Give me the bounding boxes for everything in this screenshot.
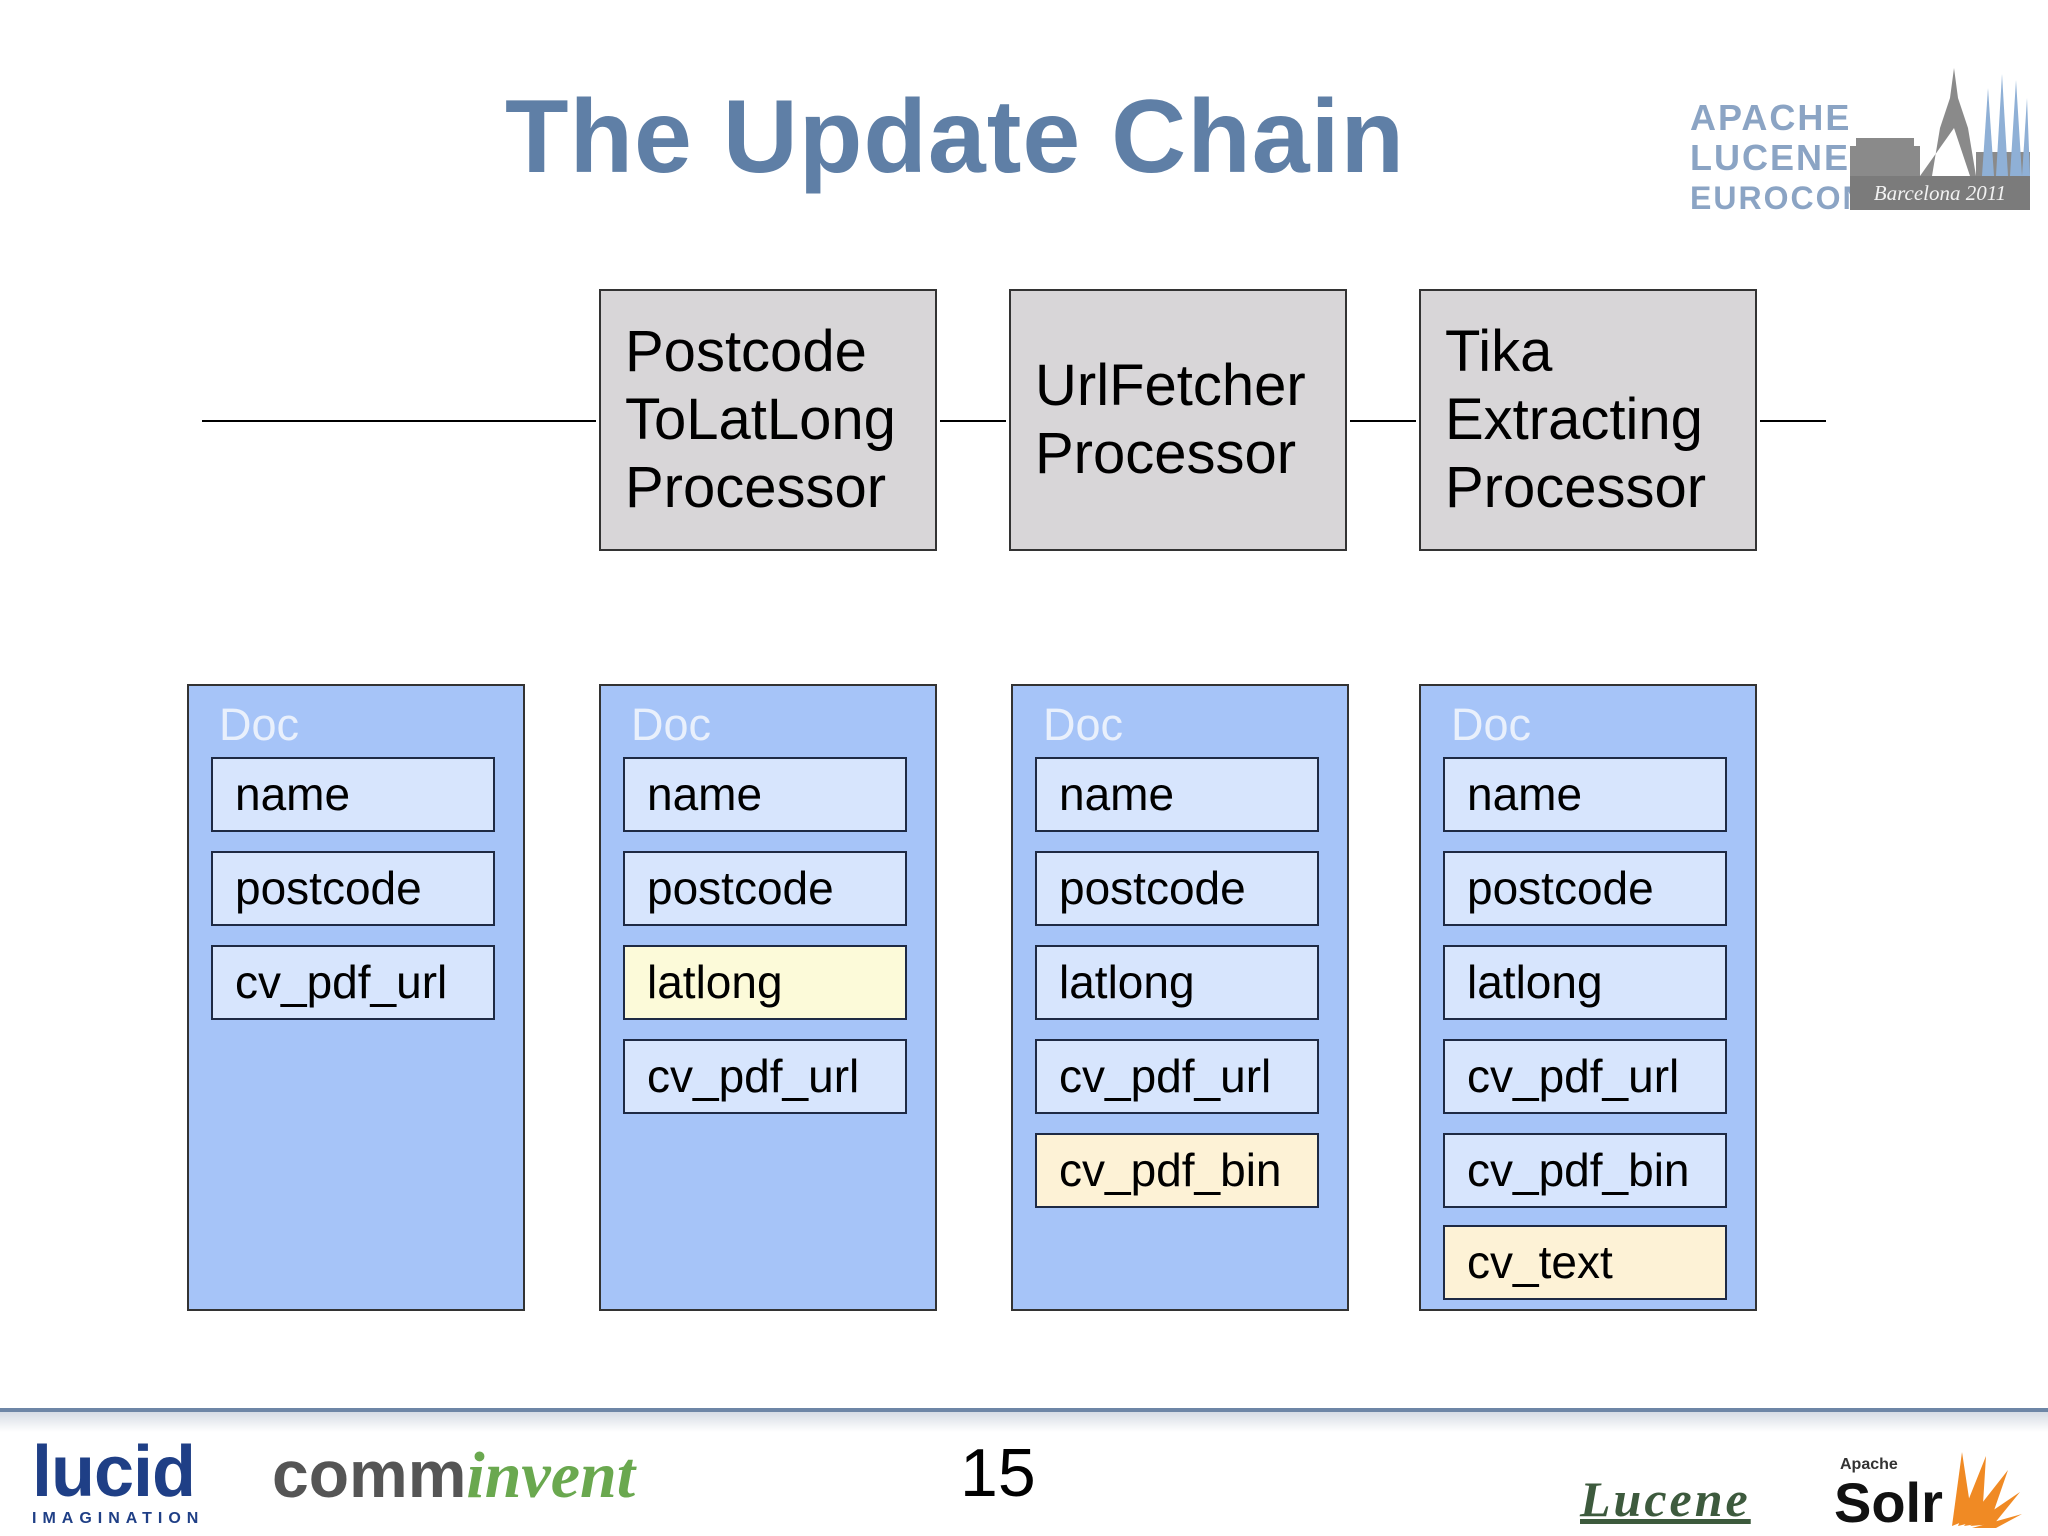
processor-postcode-to-latlong: Postcode ToLatLong Processor xyxy=(599,289,937,551)
doc-title: Doc xyxy=(1043,699,1124,750)
footer-divider xyxy=(0,1408,2048,1412)
doc-field: cv_pdf_url xyxy=(211,945,495,1020)
doc-field: cv_pdf_url xyxy=(1443,1039,1727,1114)
doc-stage-4: Doc name postcode latlong cv_pdf_url cv_… xyxy=(1419,684,1757,1311)
doc-field: name xyxy=(623,757,907,832)
processor-label: UrlFetcher Processor xyxy=(1035,353,1306,486)
processor-url-fetcher: UrlFetcher Processor xyxy=(1009,289,1347,551)
doc-field-added: cv_pdf_bin xyxy=(1035,1133,1319,1208)
doc-title: Doc xyxy=(219,699,300,750)
conference-logo: APACHE LUCENE EUROCON Barcelona 2011 xyxy=(1690,68,2030,218)
comminvent-logo-part2: invent xyxy=(466,1439,636,1512)
footer-shadow xyxy=(0,1412,2048,1432)
chain-line-segment xyxy=(1760,420,1826,422)
doc-field: cv_pdf_url xyxy=(623,1039,907,1114)
doc-stage-3: Doc name postcode latlong cv_pdf_url cv_… xyxy=(1011,684,1349,1311)
doc-field: name xyxy=(211,757,495,832)
processor-tika-extracting: Tika Extracting Processor xyxy=(1419,289,1757,551)
doc-field: latlong xyxy=(1035,945,1319,1020)
chain-line-segment xyxy=(1350,420,1416,422)
doc-stage-2: Doc name postcode latlong cv_pdf_url xyxy=(599,684,937,1311)
doc-field: postcode xyxy=(211,851,495,926)
doc-field: name xyxy=(1035,757,1319,832)
conference-logo-line3: EUROCON xyxy=(1690,180,1868,216)
page-number: 15 xyxy=(960,1435,1036,1511)
doc-field: name xyxy=(1443,757,1727,832)
solr-logo-apache: Apache xyxy=(1840,1456,1898,1473)
conference-logo-line1: APACHE xyxy=(1690,97,1852,138)
conference-logo-line2: LUCENE xyxy=(1690,137,1851,178)
solr-sun-icon xyxy=(1952,1452,2022,1528)
doc-field: postcode xyxy=(1443,851,1727,926)
doc-title: Doc xyxy=(631,699,712,750)
lucid-logo-word: lucid xyxy=(32,1432,196,1512)
solr-logo-word: Solr xyxy=(1834,1471,1943,1534)
doc-field: cv_pdf_url xyxy=(1035,1039,1319,1114)
slide-title: The Update Chain xyxy=(504,79,1406,195)
solr-logo: Apache Solr xyxy=(1832,1448,2022,1534)
chain-line-segment xyxy=(202,420,596,422)
lucene-logo: Lucene xyxy=(1580,1471,1751,1527)
processor-label: Tika Extracting Processor xyxy=(1445,319,1707,520)
doc-title: Doc xyxy=(1451,699,1532,750)
doc-field: postcode xyxy=(1035,851,1319,926)
lucid-imagination-logo: lucid IMAGINATION xyxy=(32,1436,204,1528)
comminvent-logo: comminvent xyxy=(272,1438,635,1512)
comminvent-logo-part1: comm xyxy=(272,1437,467,1511)
doc-stage-1: Doc name postcode cv_pdf_url xyxy=(187,684,525,1311)
conference-badge: Barcelona 2011 xyxy=(1850,176,2030,210)
lucid-logo-subtitle: IMAGINATION xyxy=(32,1510,205,1527)
processor-label: Postcode ToLatLong Processor xyxy=(625,319,896,520)
doc-field-added: cv_text xyxy=(1443,1225,1727,1300)
skyline-icon xyxy=(1850,68,2030,176)
doc-field: latlong xyxy=(1443,945,1727,1020)
doc-field: cv_pdf_bin xyxy=(1443,1133,1727,1208)
doc-field-added: latlong xyxy=(623,945,907,1020)
doc-field: postcode xyxy=(623,851,907,926)
chain-line-segment xyxy=(940,420,1006,422)
